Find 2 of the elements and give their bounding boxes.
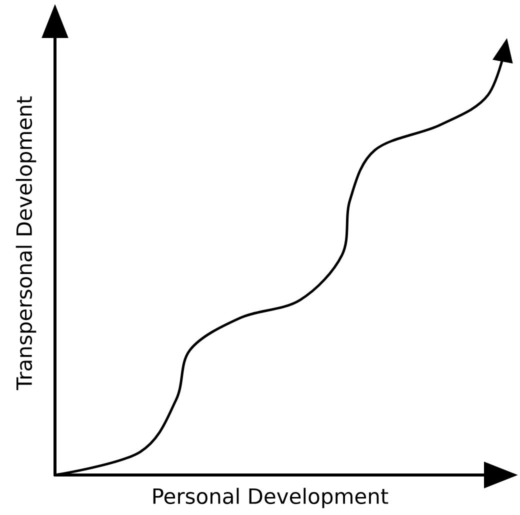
axis-label: Personal Development bbox=[153, 488, 388, 508]
axis-label: Transpersonal Development bbox=[16, 96, 36, 390]
